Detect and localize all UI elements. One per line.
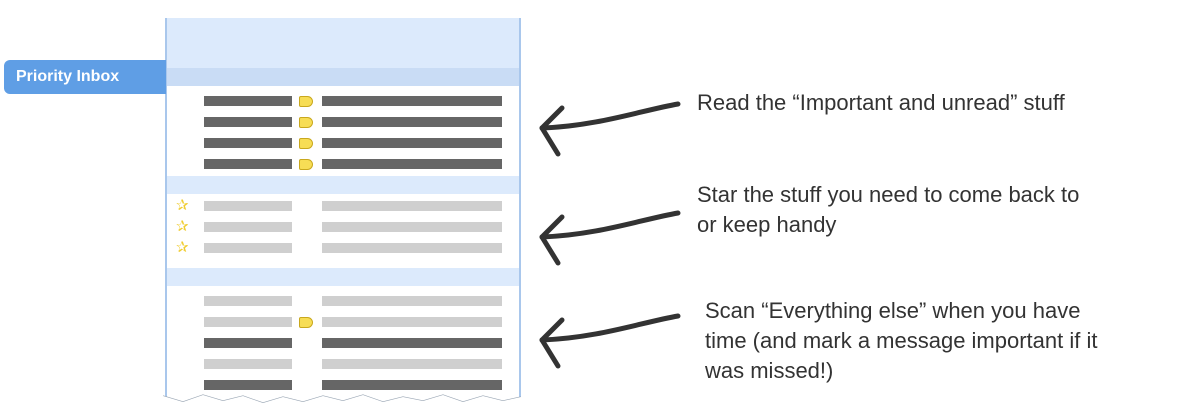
priority-inbox-tab[interactable]: Priority Inbox [4, 60, 166, 94]
subject-bar [322, 317, 502, 327]
sender-bar [204, 296, 292, 306]
sender-bar [204, 380, 292, 390]
important-marker-icon[interactable] [299, 159, 313, 170]
subject-bar [322, 359, 502, 369]
inbox-panel: ✰ ✰ ✰ [165, 18, 521, 403]
header-band [167, 18, 519, 68]
star-icon[interactable]: ✰ [176, 218, 189, 235]
annotation-important: Read the “Important and unread” stuff [697, 90, 1065, 115]
priority-inbox-label: Priority Inbox [16, 68, 120, 85]
section-header-everything-else [167, 268, 519, 286]
subject-bar [322, 222, 502, 232]
subject-bar [322, 138, 502, 148]
sender-bar [204, 159, 292, 169]
star-icon[interactable]: ✰ [176, 197, 189, 214]
subject-bar [322, 338, 502, 348]
sender-bar [204, 138, 292, 148]
star-icon[interactable]: ✰ [176, 239, 189, 256]
subject-bar [322, 243, 502, 253]
subject-bar [322, 296, 502, 306]
sender-bar [204, 338, 292, 348]
arrow-icon-important [539, 101, 681, 157]
important-marker-icon[interactable] [299, 96, 313, 107]
sender-bar [204, 117, 292, 127]
important-marker-icon[interactable] [299, 138, 313, 149]
sender-bar [204, 201, 292, 211]
annotation-starred: Star the stuff you need to come back to … [697, 182, 1080, 237]
arrow-icon-everything-else [539, 313, 681, 369]
sender-bar [204, 359, 292, 369]
section-header-starred [167, 176, 519, 194]
subject-bar [322, 117, 502, 127]
subject-bar [322, 96, 502, 106]
torn-edge [163, 394, 521, 406]
annotation-everything-else: Scan “Everything else” when you have tim… [705, 298, 1098, 383]
sender-bar [204, 243, 292, 253]
section-header-important [167, 68, 519, 86]
subject-bar [322, 380, 502, 390]
important-marker-icon[interactable] [299, 117, 313, 128]
sender-bar [204, 317, 292, 327]
sender-bar [204, 222, 292, 232]
subject-bar [322, 159, 502, 169]
important-marker-icon[interactable] [299, 317, 313, 328]
arrow-icon-starred [539, 210, 681, 266]
sender-bar [204, 96, 292, 106]
subject-bar [322, 201, 502, 211]
